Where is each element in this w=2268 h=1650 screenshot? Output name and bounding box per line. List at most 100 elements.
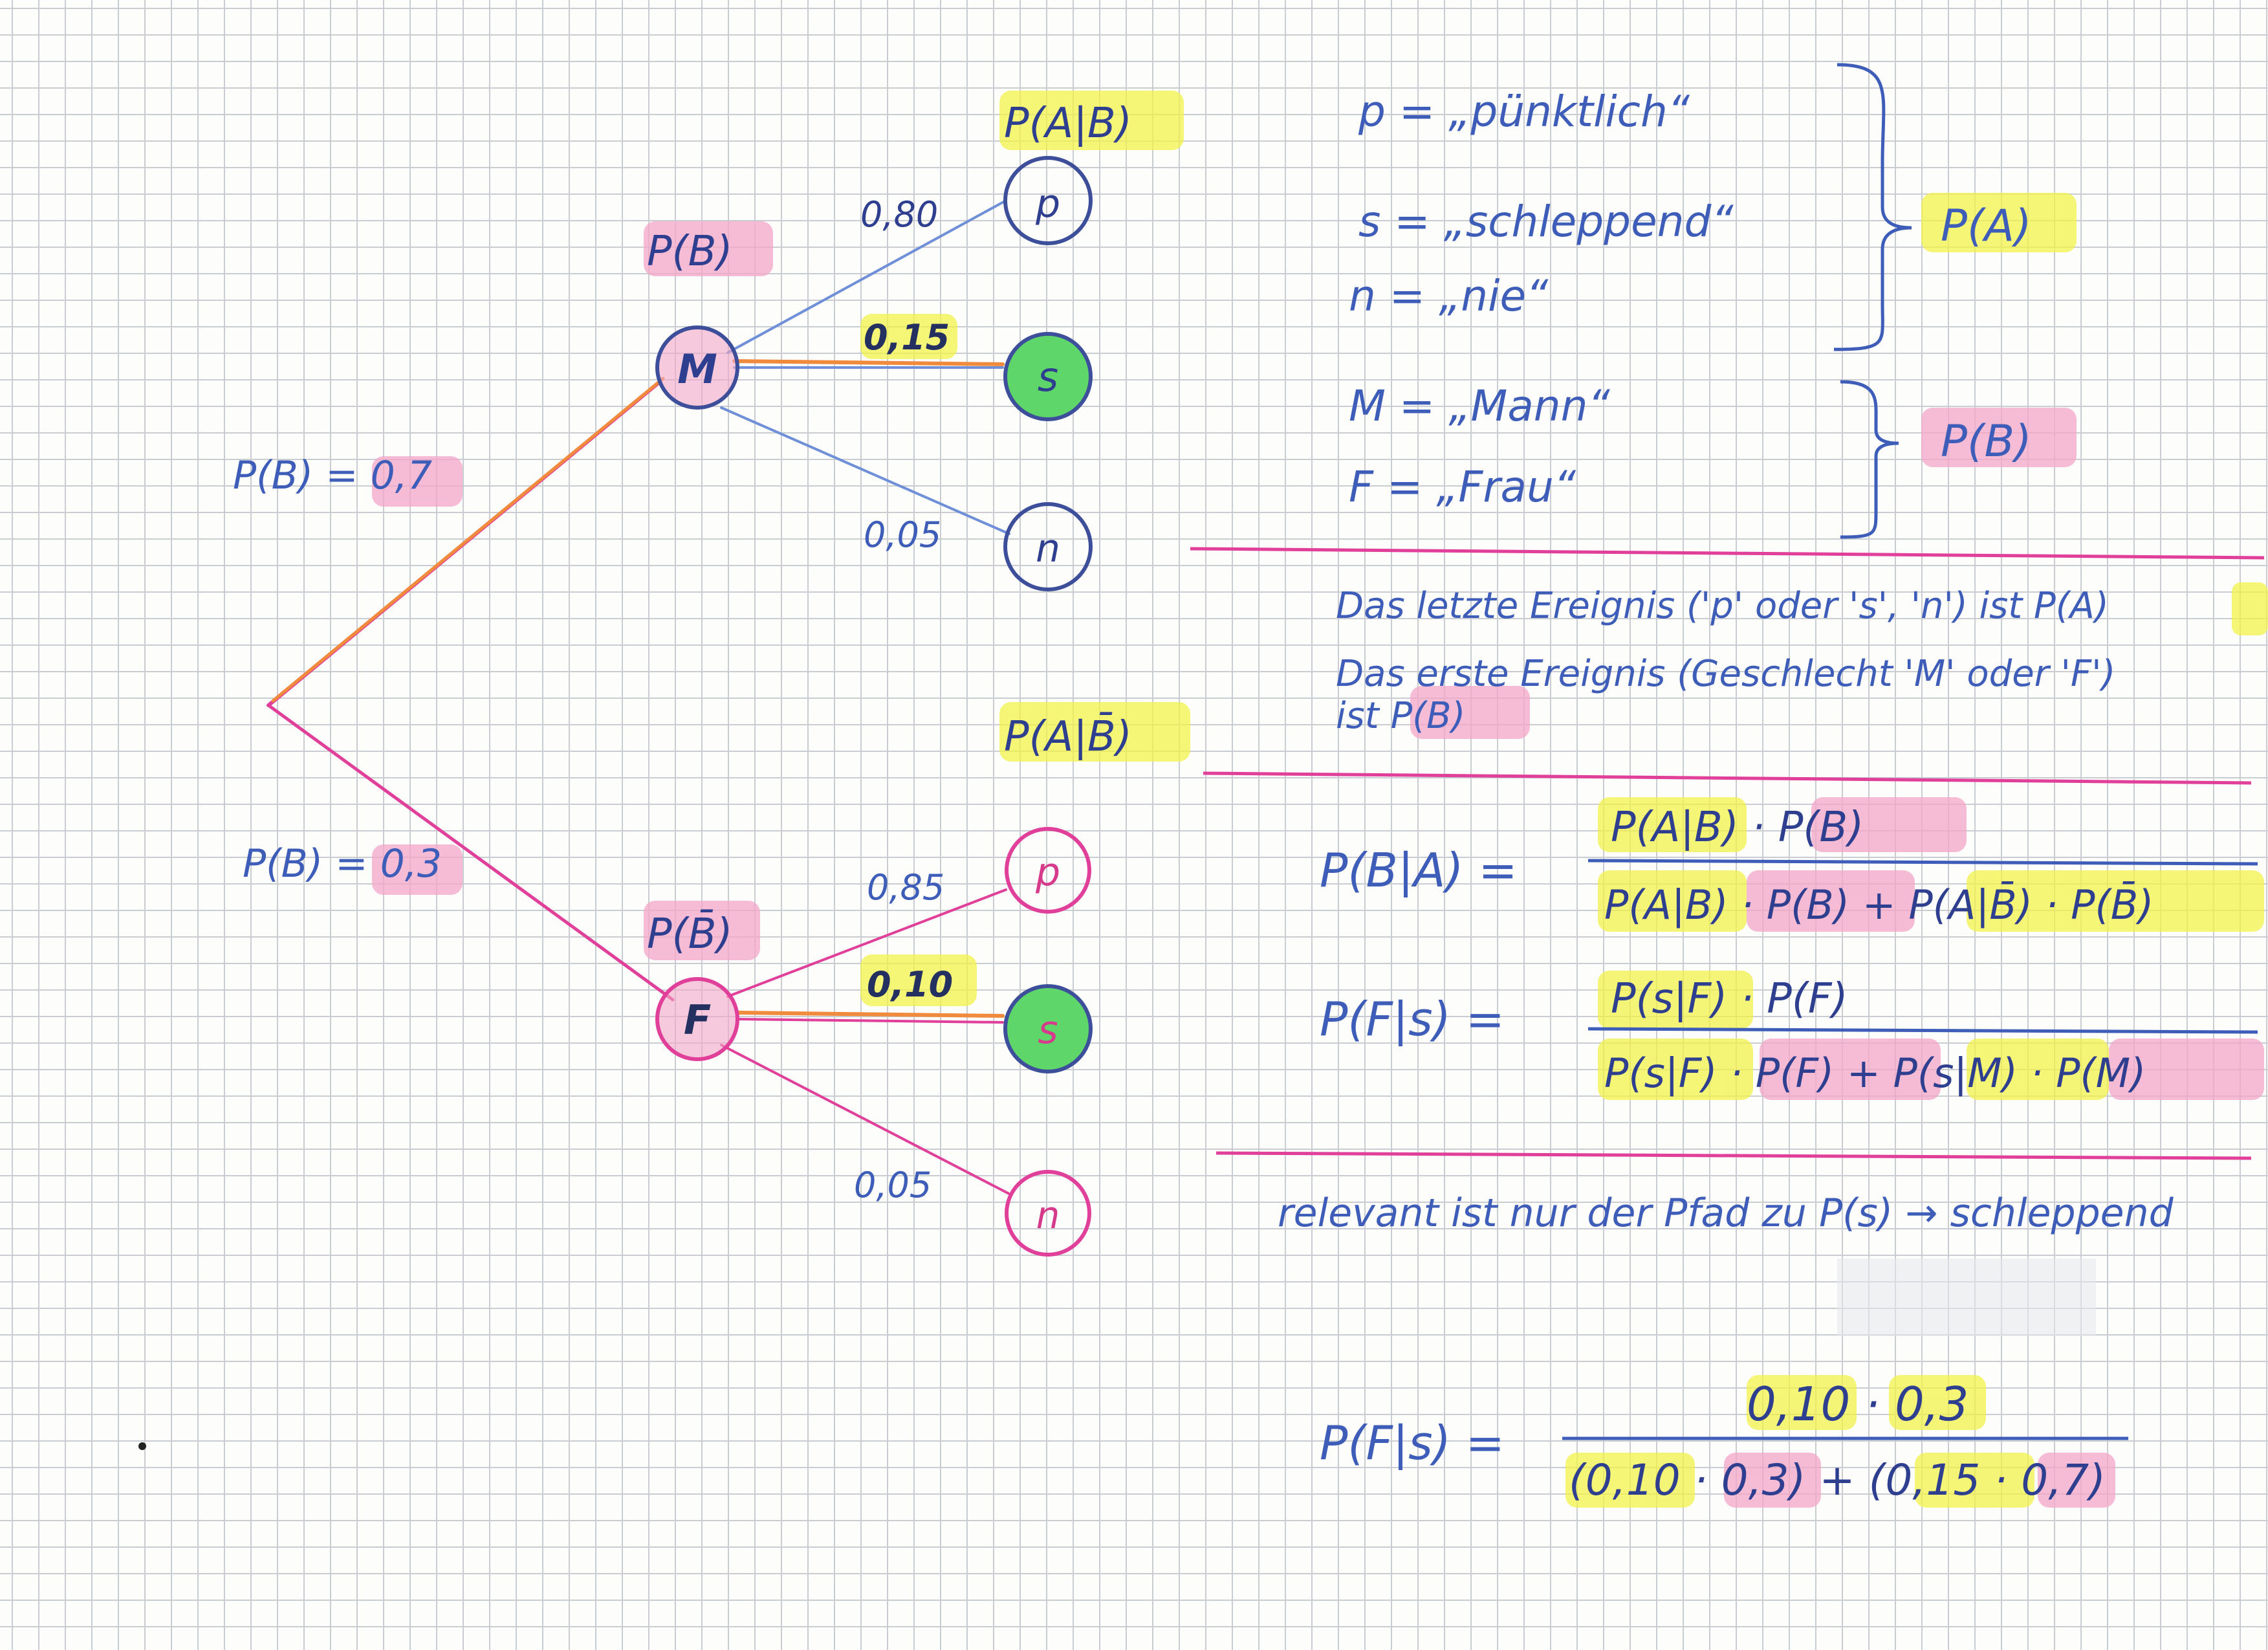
legend-b-line: M = „Mann“	[1349, 381, 1610, 431]
fs-denominator: P(s|F) · P(F) + P(s|M) · P(M)	[1604, 1050, 2146, 1097]
highlight-yellow	[2232, 582, 2268, 635]
path-highlight	[271, 377, 665, 703]
highlight-yellow	[1598, 971, 1753, 1029]
node-f-s	[1003, 984, 1093, 1073]
highlight-yellow	[1747, 1375, 1857, 1430]
legend-a-line: p = „pünktlich“	[1358, 87, 1690, 137]
bayes-numerator: P(A|B) · P(B)	[1611, 804, 1864, 852]
formulas: P(B|A) = P(A|B) · P(B) P(A|B) · P(B) + P…	[1320, 804, 2258, 1097]
final-numerator: 0,10 · 0,3	[1747, 1377, 1968, 1431]
path-highlight	[732, 359, 1005, 366]
node-f-s-label: s	[1038, 1007, 1058, 1053]
highlight-pink	[1921, 408, 2077, 467]
highlight-pink	[2109, 1039, 2264, 1100]
highlight-yellow	[1598, 797, 1747, 852]
node-m-n	[1003, 502, 1093, 591]
divider	[1190, 547, 2265, 560]
highlight-pink	[2038, 1453, 2115, 1508]
upper-group-label: P(B)	[647, 228, 732, 276]
divider	[1203, 771, 2252, 785]
highlight-pink	[372, 456, 463, 507]
edge-label-m: P(B) = 0,7	[233, 453, 432, 498]
edge-label-f: P(B) = 0,3	[243, 841, 442, 886]
path-highlight	[736, 1011, 1005, 1018]
highlight-pink	[644, 221, 773, 276]
legend: p = „pünktlich“ s = „schleppend“ n = „ni…	[1349, 63, 2032, 539]
final-denominator: (0,10 · 0,3) + (0,15 · 0,7)	[1569, 1455, 2106, 1505]
highlight-yellow	[1598, 1039, 1753, 1100]
highlight-yellow	[1565, 1453, 1695, 1508]
legend-b-label: P(B)	[1941, 416, 2032, 467]
relevance-note: relevant ist nur der Pfad zu P(s) → schl…	[1278, 1191, 2174, 1236]
highlight-yellow	[1598, 870, 1747, 932]
node-m	[655, 325, 739, 410]
legend-b-line: F = „Frau“	[1349, 462, 1576, 512]
highlight-yellow	[1967, 870, 2264, 932]
fraction-line	[1587, 859, 2258, 866]
highlight-yellow	[1967, 1039, 2109, 1100]
bayes-denominator: P(A|B) · P(B) + P(A|B̄) · P(B̄)	[1604, 881, 2154, 929]
stray-mark	[138, 1442, 146, 1450]
node-m-s	[1003, 332, 1093, 421]
highlight-pink	[1410, 686, 1530, 739]
highlight-yellow	[860, 954, 977, 1006]
prob-m-s: 0,15	[864, 317, 950, 358]
legend-b-brace	[1840, 380, 1899, 539]
prob-f-p: 0,85	[867, 867, 944, 908]
highlight-yellow	[999, 702, 1190, 762]
node-m-n-label: n	[1036, 526, 1060, 571]
prob-m-p: 0,80	[860, 194, 938, 235]
highlight-yellow	[860, 314, 957, 359]
upper-leaf-group-label: P(A|B)	[1004, 100, 1132, 148]
edge-root-f	[267, 703, 675, 1002]
fraction-line	[1587, 1027, 2258, 1034]
legend-a-line: n = „nie“	[1349, 271, 1549, 321]
highlight-pink	[1760, 1039, 1941, 1100]
fs-lhs: P(F|s) =	[1320, 992, 1505, 1047]
notes: Das letzte Ereignis ('p' oder 's', 'n') …	[1336, 585, 2115, 737]
highlight-yellow	[1921, 193, 2077, 252]
node-m-p	[1003, 156, 1093, 245]
highlight-yellow	[999, 91, 1184, 150]
highlight-pink	[1811, 797, 1967, 852]
node-m-s-label: s	[1038, 353, 1058, 401]
edge-m-p	[726, 199, 1007, 354]
tree-labels: P(B) P(B̄) P(A|B) P(A|B̄) P(B) = 0,7 P(B…	[233, 100, 1132, 1205]
edge-f-p	[726, 888, 1007, 998]
legend-a-brace	[1833, 63, 1912, 351]
highlight-pink	[644, 901, 760, 960]
edge-f-n	[720, 1044, 1010, 1195]
bayes-lhs: P(B|A) =	[1320, 843, 1518, 898]
edge-f-s	[736, 1018, 1004, 1024]
tree-edges	[267, 199, 1010, 1195]
highlight-yellow	[1915, 1453, 2034, 1508]
node-f-n-label: n	[1036, 1193, 1060, 1237]
prob-f-s: 0,10	[867, 964, 953, 1005]
highlight-pink	[372, 844, 463, 895]
node-m-p-label: p	[1035, 181, 1060, 226]
legend-a-line: s = „schleppend“	[1358, 197, 1734, 247]
node-m-label: M	[677, 346, 717, 393]
note-line: Das letzte Ereignis ('p' oder 's', 'n') …	[1336, 585, 2109, 627]
lower-group-label: P(B̄)	[647, 909, 732, 958]
node-f-n	[1005, 1170, 1091, 1257]
edge-m-n	[720, 406, 1010, 535]
final-calculation: P(F|s) = 0,10 · 0,3 (0,10 · 0,3) + (0,15…	[1320, 1377, 2128, 1505]
note-line: ist P(B)	[1336, 695, 1465, 737]
note-line: Das erste Ereignis (Geschlecht 'M' oder …	[1336, 653, 2115, 695]
node-f-p	[1005, 827, 1091, 914]
node-f	[655, 977, 739, 1061]
node-f-label: F	[684, 996, 711, 1044]
erased-area	[1837, 1259, 2096, 1336]
node-f-p-label: p	[1035, 850, 1060, 895]
lower-leaf-group-label: P(A|B̄)	[1004, 712, 1132, 761]
tree-nodes: M F p s n p s n	[655, 156, 1093, 1257]
highlight-yellow	[1889, 1375, 1986, 1430]
legend-a-label: P(A)	[1941, 201, 2032, 252]
divider	[1216, 1151, 2252, 1160]
highlight-pink	[1724, 1453, 1821, 1508]
fs-numerator: P(s|F) · P(F)	[1611, 975, 1848, 1023]
highlights	[372, 91, 2268, 1508]
prob-m-n: 0,05	[864, 514, 941, 555]
